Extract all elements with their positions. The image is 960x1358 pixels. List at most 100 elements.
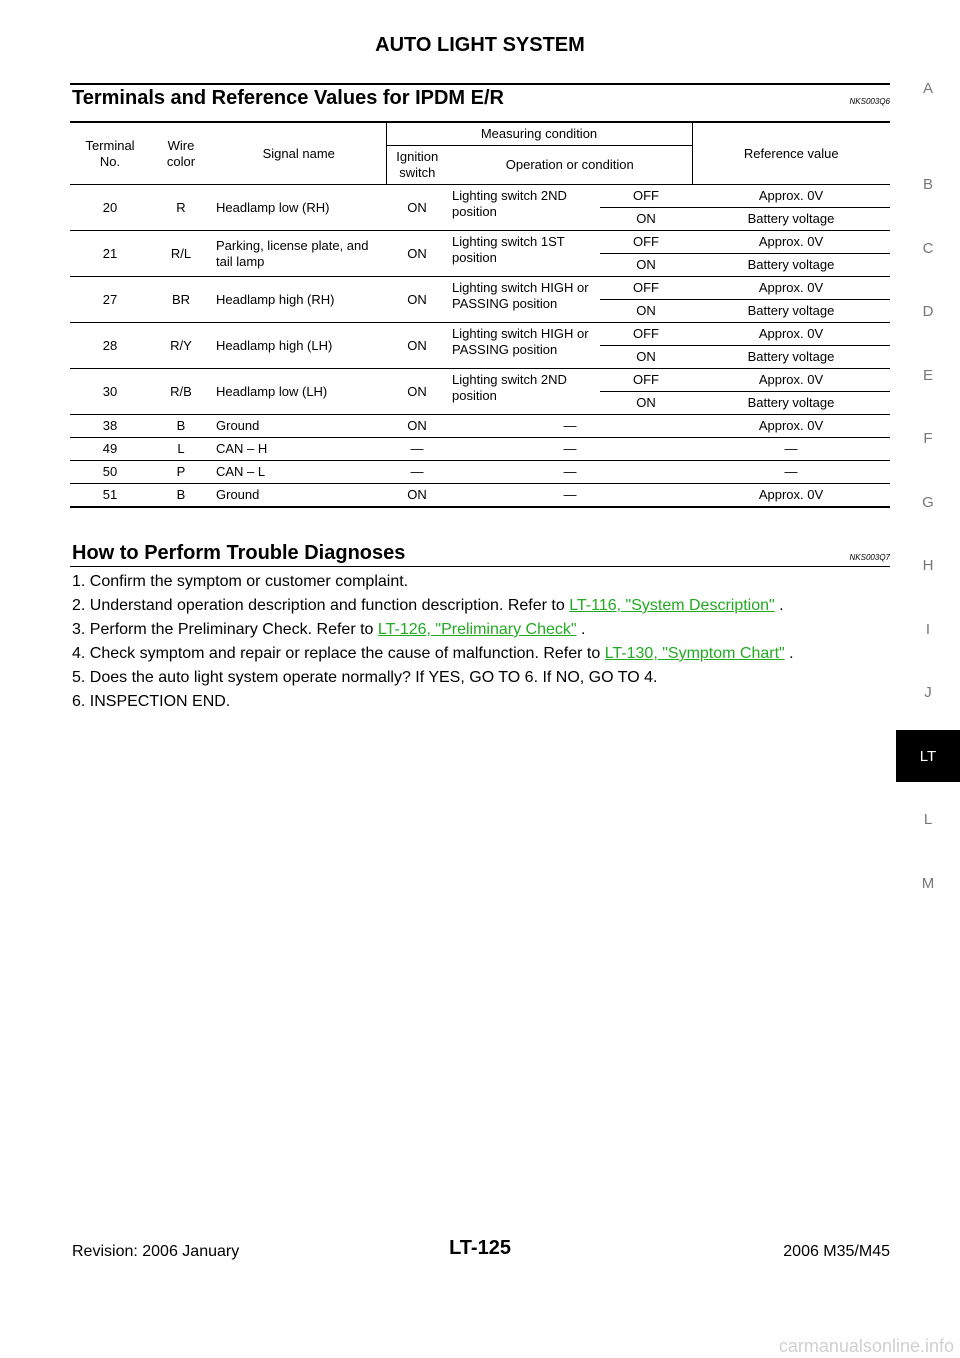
- cell-operation: —: [448, 460, 692, 484]
- reference-link[interactable]: LT-126, "Preliminary Check": [377, 621, 577, 638]
- header-terminal-no: Terminal No.: [70, 121, 150, 185]
- cell-ignition: ON: [386, 322, 448, 369]
- step-text: 4. Check symptom and repair or replace t…: [72, 645, 605, 662]
- cell-reference-value: Battery voltage: [692, 253, 890, 277]
- section-tab-b[interactable]: B: [922, 176, 933, 193]
- cell-wire-color: B: [150, 483, 212, 508]
- cell-state: OFF: [600, 184, 692, 208]
- section-title-diagnoses: How to Perform Trouble Diagnoses: [72, 542, 406, 564]
- cell-signal-name: Headlamp low (RH): [212, 184, 386, 231]
- page-header-title: AUTO LIGHT SYSTEM: [375, 34, 585, 56]
- cell-reference-value: Approx. 0V: [692, 322, 890, 346]
- cell-wire-color: B: [150, 414, 212, 438]
- section-tab-c[interactable]: C: [922, 240, 934, 257]
- cell-wire-color: R: [150, 184, 212, 231]
- cell-ignition: ON: [386, 414, 448, 438]
- section-tab-j[interactable]: J: [924, 684, 932, 701]
- section-code-terminals: NKS003Q6: [849, 97, 890, 106]
- cell-signal-name: Headlamp high (LH): [212, 322, 386, 369]
- diagnosis-step: 5. Does the auto light system operate no…: [72, 666, 794, 690]
- section-tab-lt[interactable]: LT: [896, 730, 960, 782]
- cell-signal-name: CAN – L: [212, 460, 386, 484]
- step-text: 1. Confirm the symptom or customer compl…: [72, 573, 409, 590]
- header-wire-color: Wire color: [150, 121, 212, 185]
- section-tab-m[interactable]: M: [921, 875, 935, 892]
- footer-revision: Revision: 2006 January: [72, 1243, 240, 1260]
- cell-ignition: ON: [386, 483, 448, 508]
- cell-signal-name: CAN – H: [212, 437, 386, 461]
- cell-wire-color: R/B: [150, 368, 212, 415]
- cell-terminal: 30: [70, 368, 150, 415]
- cell-operation: Lighting switch HIGH or PASSING position: [448, 276, 600, 323]
- cell-signal-name: Ground: [212, 414, 386, 438]
- cell-wire-color: L: [150, 437, 212, 461]
- header-ignition-switch: Ignition switch: [385, 145, 448, 185]
- reference-link[interactable]: LT-116, "System Description": [569, 597, 775, 614]
- reference-link[interactable]: LT-130, "Symptom Chart": [604, 645, 785, 662]
- cell-terminal: 28: [70, 322, 150, 369]
- cell-wire-color: R/L: [150, 230, 212, 277]
- header-rule: [70, 83, 890, 85]
- cell-ignition: ON: [386, 368, 448, 415]
- terminal-reference-table: Terminal No. Wire color Signal name Meas…: [70, 121, 890, 508]
- cell-signal-name: Headlamp high (RH): [212, 276, 386, 323]
- cell-reference-value: Approx. 0V: [692, 184, 890, 208]
- header-signal-name: Signal name: [212, 121, 386, 185]
- section-tab-h[interactable]: H: [922, 557, 934, 574]
- footer-page-number: LT-125: [449, 1237, 511, 1259]
- cell-terminal: 27: [70, 276, 150, 323]
- cell-reference-value: —: [692, 437, 890, 461]
- section-tab-e[interactable]: E: [922, 367, 933, 384]
- cell-operation: Lighting switch HIGH or PASSING position: [448, 322, 600, 369]
- cell-reference-value: Approx. 0V: [692, 414, 890, 438]
- cell-ignition: ON: [386, 184, 448, 231]
- cell-signal-name: Headlamp low (LH): [212, 368, 386, 415]
- cell-reference-value: Battery voltage: [692, 345, 890, 369]
- step-text-after: .: [774, 597, 784, 614]
- section-tab-i[interactable]: I: [925, 621, 931, 638]
- cell-state: ON: [600, 391, 692, 415]
- cell-terminal: 21: [70, 230, 150, 277]
- cell-reference-value: Battery voltage: [692, 299, 890, 323]
- cell-state: OFF: [600, 368, 692, 392]
- section-tab-d[interactable]: D: [922, 303, 934, 320]
- cell-wire-color: P: [150, 460, 212, 484]
- cell-reference-value: Approx. 0V: [692, 368, 890, 392]
- cell-signal-name: Parking, license plate, and tail lamp: [212, 230, 386, 277]
- diagnosis-step: 4. Check symptom and repair or replace t…: [72, 642, 794, 666]
- header-reference-value: Reference value: [692, 121, 890, 185]
- cell-operation: —: [448, 483, 692, 508]
- step-text: 3. Perform the Preliminary Check. Refer …: [72, 621, 378, 638]
- cell-reference-value: Approx. 0V: [692, 230, 890, 254]
- cell-operation: Lighting switch 1ST position: [448, 230, 600, 277]
- cell-state: ON: [600, 299, 692, 323]
- diagnosis-steps: 1. Confirm the symptom or customer compl…: [72, 570, 794, 714]
- section-tab-a[interactable]: A: [922, 80, 933, 97]
- section-title-terminals: Terminals and Reference Values for IPDM …: [72, 87, 504, 109]
- cell-state: OFF: [600, 230, 692, 254]
- cell-operation: Lighting switch 2ND position: [448, 368, 600, 415]
- section-tab-g[interactable]: G: [922, 494, 934, 511]
- section-tab-f[interactable]: F: [923, 430, 933, 447]
- cell-reference-value: Battery voltage: [692, 207, 890, 231]
- cell-wire-color: BR: [150, 276, 212, 323]
- cell-state: ON: [600, 345, 692, 369]
- cell-state: ON: [600, 253, 692, 277]
- cell-terminal: 51: [70, 483, 150, 508]
- diagnosis-step: 2. Understand operation description and …: [72, 594, 794, 618]
- cell-ignition: ON: [386, 230, 448, 277]
- step-text-after: .: [784, 645, 794, 662]
- diagnosis-step: 6. INSPECTION END.: [72, 690, 794, 714]
- section-tab-l[interactable]: L: [923, 811, 933, 828]
- diagnosis-step: 1. Confirm the symptom or customer compl…: [72, 570, 794, 594]
